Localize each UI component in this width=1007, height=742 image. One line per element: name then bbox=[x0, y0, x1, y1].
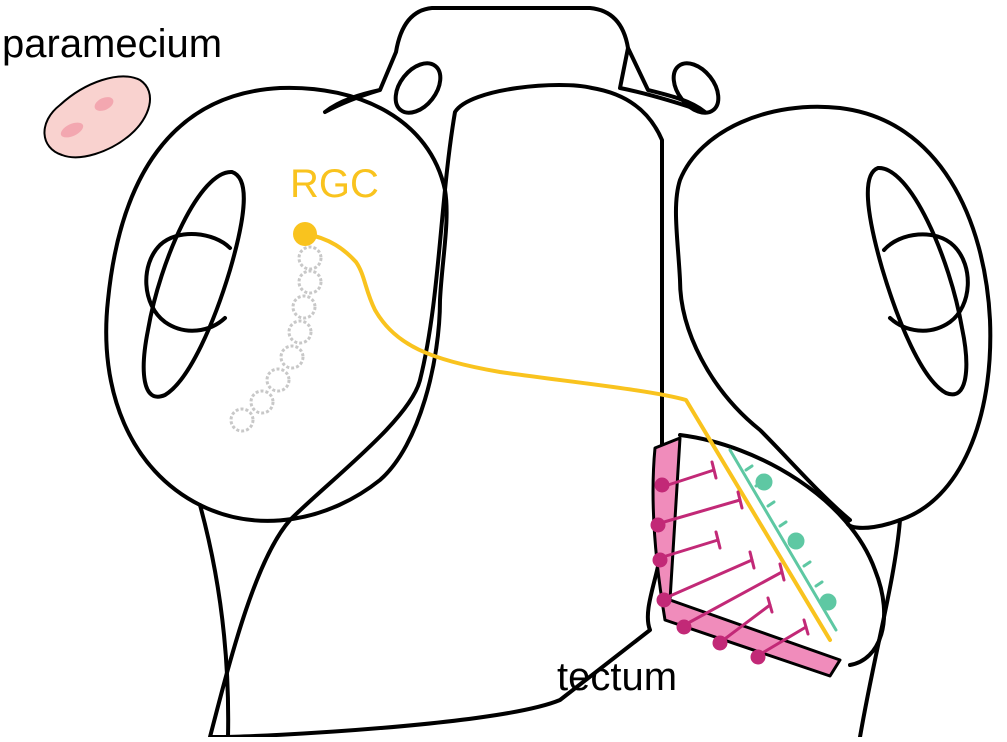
rgc-migration-trail bbox=[229, 245, 323, 433]
tectum-outline bbox=[678, 433, 887, 667]
left-eye-outline bbox=[104, 85, 449, 523]
tectum-label: tectum bbox=[557, 655, 678, 699]
olfactory-pit-right bbox=[671, 61, 721, 115]
paramecium bbox=[43, 75, 151, 159]
brain-outline bbox=[208, 83, 665, 739]
left-eye-lens-slit bbox=[141, 169, 246, 399]
paramecium-organelle-2 bbox=[60, 122, 84, 138]
paramecium-body bbox=[43, 75, 151, 159]
periventricular-neurons bbox=[650, 460, 810, 665]
rgc-label: RGC bbox=[290, 162, 379, 206]
right-eye-pupil bbox=[882, 232, 970, 333]
paramecium-organelle-1 bbox=[94, 97, 114, 111]
trunk-outline-left bbox=[198, 503, 231, 739]
neuropil-interneurons bbox=[728, 448, 838, 632]
tectum-periventricular-layer bbox=[651, 436, 842, 678]
head-outline bbox=[323, 6, 707, 114]
olfactory-pit-left bbox=[393, 61, 443, 115]
right-eye-lens-slit bbox=[865, 165, 969, 397]
rgc-axon bbox=[303, 232, 832, 642]
paramecium-label: paramecium bbox=[2, 22, 223, 66]
left-eye-pupil bbox=[144, 232, 232, 333]
rgc-neuron bbox=[293, 222, 832, 642]
